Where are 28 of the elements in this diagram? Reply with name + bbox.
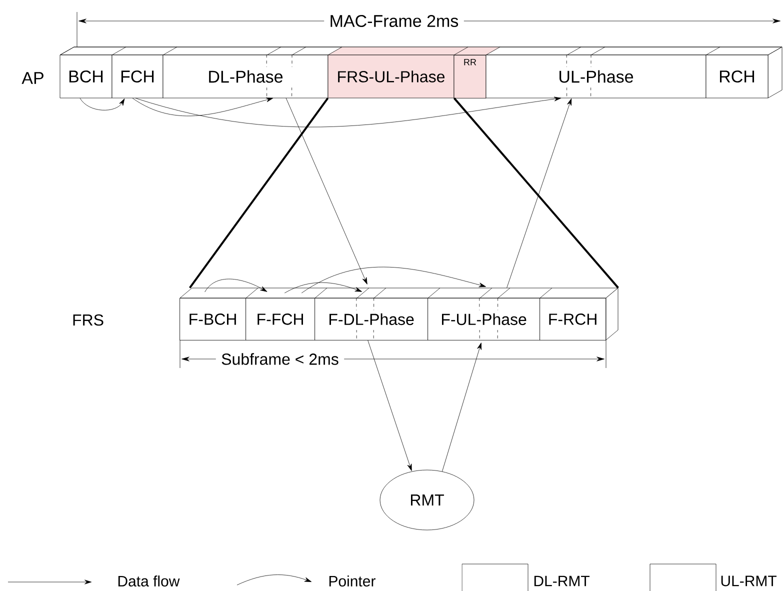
- sub-slot: [266, 54, 292, 68]
- frame-slot: F-DL-Phase: [314, 288, 440, 340]
- frame-slot: F-FCH: [246, 288, 328, 340]
- row-label: AP: [22, 72, 44, 84]
- expansion-line: [453, 98, 619, 288]
- dimension-label: MAC-Frame 2ms: [330, 14, 458, 28]
- data-flow-arrow: [442, 342, 482, 472]
- row-label: FRS: [73, 314, 104, 326]
- legend-label: UL-RMT: [721, 576, 777, 586]
- data-flow-arrow: [506, 98, 572, 288]
- pointer-arrow: [80, 98, 125, 110]
- legend-label: Pointer: [329, 576, 376, 586]
- pointer-arrow: [135, 96, 562, 128]
- pointer-arrow: [132, 98, 274, 116]
- frame-slot: FCH: [112, 54, 164, 98]
- legend-label: Data flow: [118, 576, 180, 586]
- frame-slot: RR: [454, 55, 486, 98]
- frame-slot: F-BCH: [180, 288, 258, 340]
- data-flow-arrow: [286, 98, 368, 284]
- expansion-line: [189, 98, 329, 288]
- dimension-label: Subframe < 2ms: [222, 353, 338, 365]
- legend-label: DL-RMT: [534, 576, 590, 586]
- data-flow-arrow: [368, 340, 412, 471]
- pointer-arrow: [204, 278, 268, 292]
- frame-slot: BCH: [60, 54, 112, 98]
- sub-slot: [566, 54, 592, 68]
- pointer-arrow: [284, 282, 362, 294]
- pointer-arrow: [301, 266, 486, 294]
